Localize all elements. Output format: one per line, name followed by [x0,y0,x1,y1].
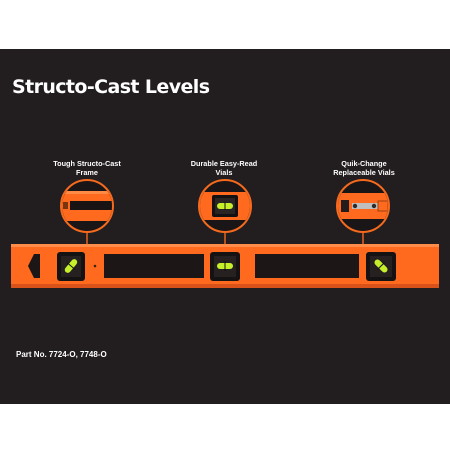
callout-connectors [86,232,364,244]
level-tool-icon [11,244,439,288]
right-vial-icon [366,252,396,281]
part-number: Part No. 7724-O, 7748-O [16,350,107,359]
center-vial-icon [210,252,240,281]
callout-label-vials: Durable Easy-Read Vials [169,159,279,177]
callout-vials-line1: Durable Easy-Read [190,159,258,168]
callout-replaceable-line1: Quik-Change [341,159,387,168]
magnifier-callout-vial [198,179,252,233]
product-title: Structo-Cast Levels [12,76,210,98]
left-vial-icon [57,252,85,281]
callout-frame-line2: Frame [76,168,98,177]
callout-label-frame: Tough Structo-Cast Frame [32,159,142,177]
magnifier-callout-frame [60,179,114,233]
callout-frame-line1: Tough Structo-Cast [53,159,121,168]
callout-vials-line2: Vials [215,168,233,177]
callout-label-replaceable: Quik-Change Replaceable Vials [309,159,419,177]
magnifier-callout-replaceable [336,179,390,233]
product-panel: Structo-Cast Levels Tough Structo-Cast F… [0,49,450,404]
callout-replaceable-line2: Replaceable Vials [333,168,395,177]
level-illustration [11,179,439,288]
